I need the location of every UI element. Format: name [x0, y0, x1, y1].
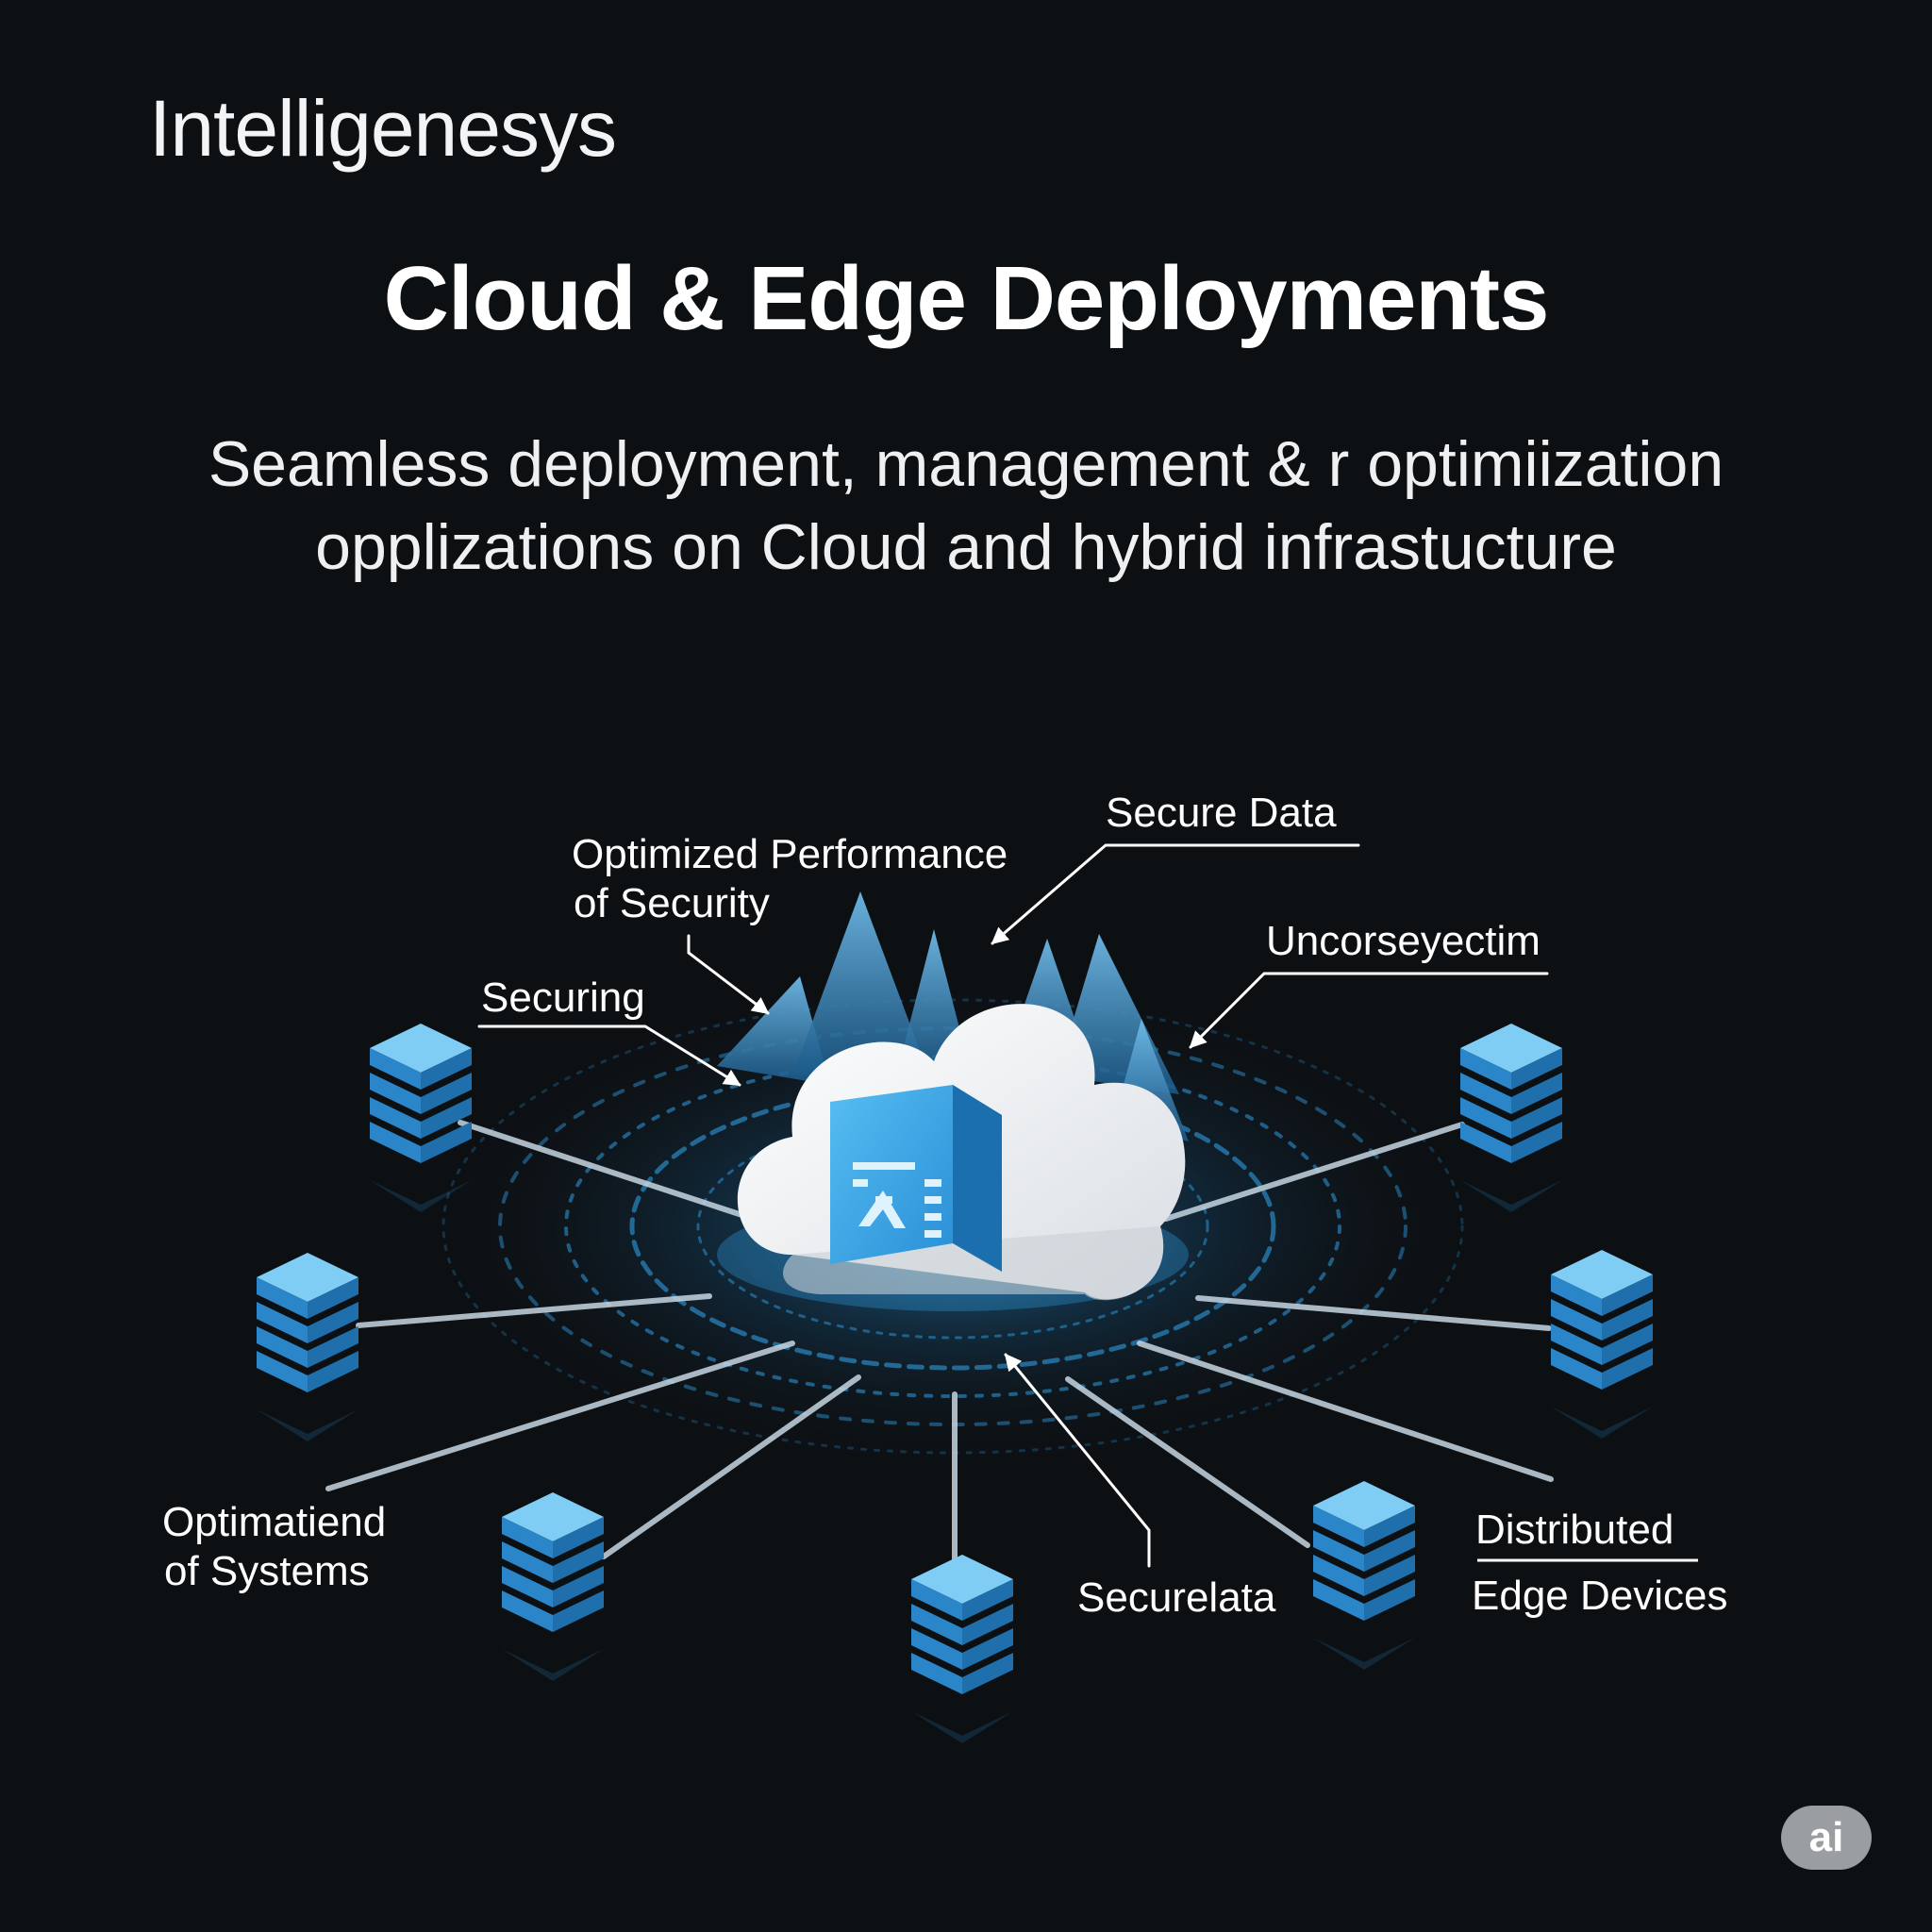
edge-device-3	[502, 1492, 604, 1681]
leader-securing	[477, 1024, 741, 1087]
leader-secure-data	[991, 843, 1360, 945]
brand-name: Intelligenesys	[149, 84, 617, 173]
label-optimized-performance-line2: of Security	[574, 880, 770, 926]
subtitle-line-2: opplizations on Cloud and hybrid infrast…	[315, 511, 1617, 583]
ai-badge: ai	[1781, 1806, 1872, 1870]
leader-uncorseyectim	[1189, 972, 1549, 1049]
page-title: Cloud & Edge Deployments	[383, 248, 1550, 349]
label-securing: Securing	[481, 974, 645, 1021]
label-distributed-line1: Distributed	[1475, 1507, 1674, 1553]
label-optimatiend-line2: of Systems	[164, 1548, 370, 1594]
connection-lines	[325, 1120, 1554, 1578]
server-stack-icon	[1460, 1024, 1562, 1212]
chip-icon	[830, 1085, 1002, 1272]
edge-device-6	[1551, 1250, 1653, 1439]
server-stack-icon	[911, 1555, 1013, 1743]
page-subtitle: Seamless deployment, management & r opti…	[0, 423, 1932, 589]
server-stack-icon	[257, 1253, 358, 1441]
label-secure-data: Secure Data	[1106, 790, 1337, 836]
server-stack-icon	[1313, 1481, 1415, 1670]
server-stack-icon	[502, 1492, 604, 1681]
callout-lines	[477, 843, 1549, 1568]
label-optimized-performance-line1: Optimized Performance	[572, 831, 1008, 877]
edge-device-4	[911, 1555, 1013, 1743]
server-stack-icon	[1551, 1250, 1653, 1439]
edge-device-5	[1313, 1481, 1415, 1670]
label-optimatiend-line1: Optimatiend	[162, 1499, 386, 1545]
label-securelata: Securelata	[1077, 1574, 1276, 1621]
leader-optimized-performance	[687, 934, 770, 1015]
subtitle-line-1: Seamless deployment, management & r opti…	[208, 428, 1724, 500]
edge-device-7	[1460, 1024, 1562, 1212]
leader-securelata	[1004, 1353, 1151, 1568]
edge-device-2	[257, 1253, 358, 1441]
label-uncorseyectim: Uncorseyectim	[1266, 918, 1541, 964]
label-distributed-line2: Edge Devices	[1472, 1573, 1727, 1619]
